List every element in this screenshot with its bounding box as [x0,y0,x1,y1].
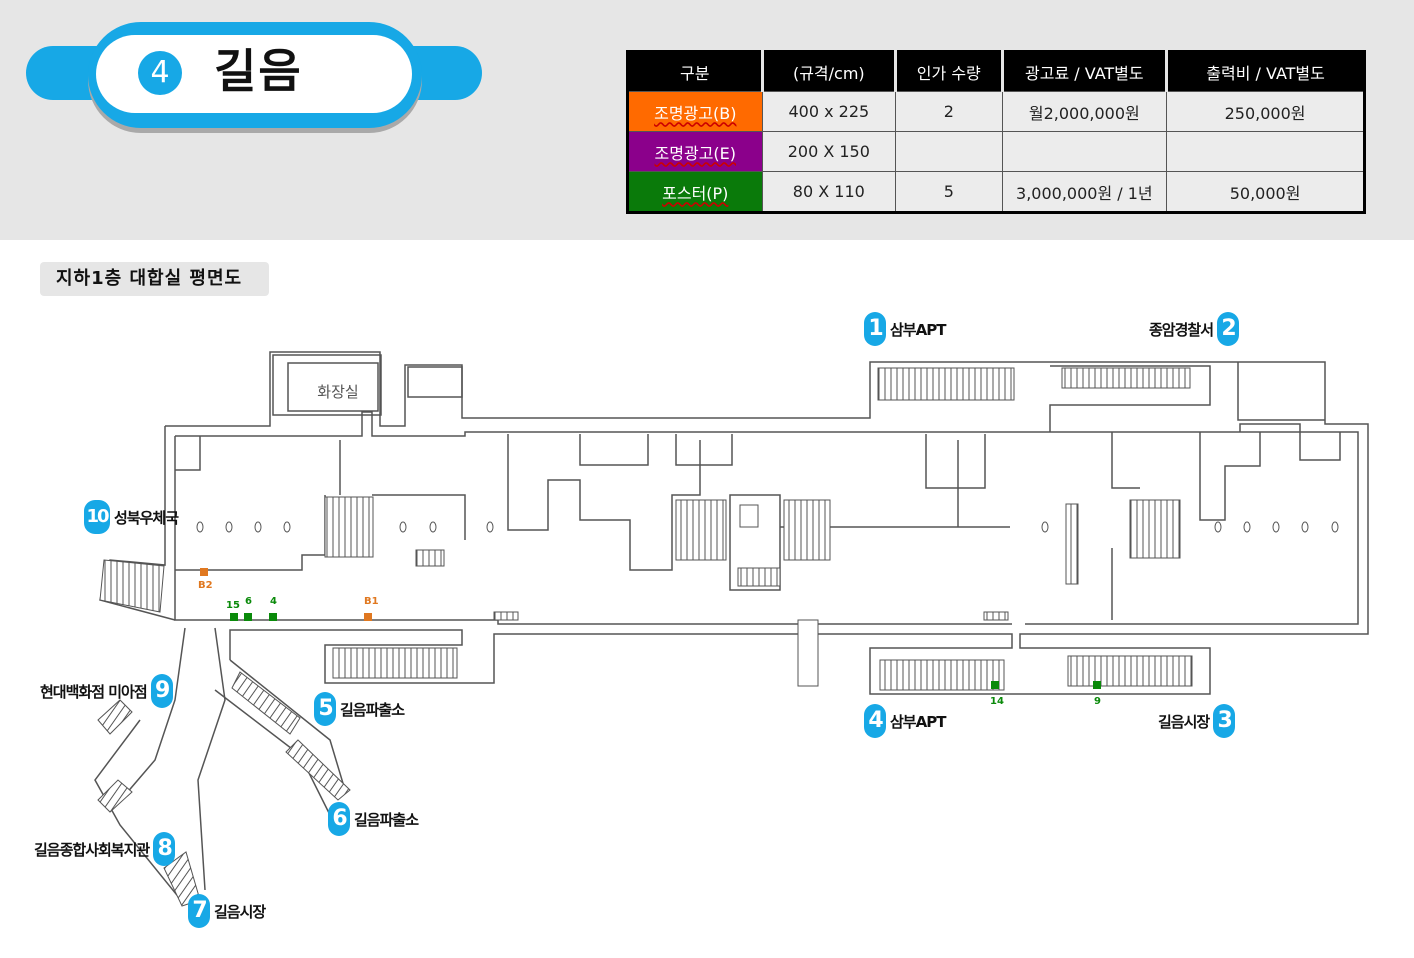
exit-label: 길음파출소 [354,810,419,829]
toilet-label: 화장실 [317,383,358,401]
ad-type-cell: 포스터(P) [627,171,763,213]
size-cell: 80 X 110 [761,171,897,213]
exit-number-badge: 1 [864,312,886,346]
ad-location-marker [364,613,372,621]
column-header: 출력비 / VAT별도 [1165,51,1365,92]
ad-location-label: 14 [990,696,1004,707]
exit-number-badge: 3 [1213,704,1236,738]
station-name: 길음 [214,44,303,98]
ad-location-marker [991,681,999,689]
exit-label: 길음시장 [1158,712,1210,731]
exit-label: 종암경찰서 [1149,320,1214,339]
ad-location-label: 15 [226,600,240,611]
table-row: 포스터(P) 80 X 110 5 3,000,000원 / 1년 50,000… [627,171,1365,213]
print-cost-cell: 50,000원 [1166,171,1365,213]
column-header: 구분 [627,51,763,92]
ad-location-marker [230,613,238,621]
exit-number-badge: 6 [328,802,350,836]
exit-number-badge: 4 [864,704,886,738]
ad-location-marker [269,613,277,621]
ad-location-label: 9 [1094,696,1101,707]
qty-cell: 5 [895,171,1003,213]
exit-label: 길음종합사회복지관 [34,840,150,859]
exit-stairs [97,559,351,907]
ad-location-marker [244,613,252,621]
exit-label: 현대백화점 미아점 [40,682,148,701]
table-header-row: 구분 (규격/cm) 인가 수량 광고료 / VAT별도 출력비 / VAT별도 [627,51,1365,92]
stairs-escalators [324,367,1193,691]
ad-location-label: B1 [364,596,379,607]
exit-number-badge: 7 [188,894,210,928]
ad-location-label: B2 [198,580,213,591]
exit-label: 길음시장 [214,902,266,921]
exit-number-badge: 2 [1217,312,1240,346]
table-row: 조명광고(B) 400 x 225 2 월2,000,000원 250,000원 [627,91,1365,132]
exit-label: 길음파출소 [340,700,405,719]
exit-number-badge: 9 [150,674,173,708]
exit-number-badge: 10 [84,500,110,534]
columns [196,521,1339,533]
ad-location-marker [1093,681,1101,689]
exit-number-badge: 5 [314,692,336,726]
size-cell: 400 x 225 [761,91,897,132]
station-number-badge: 4 [138,51,182,95]
exit-label: 삼부APT [890,320,946,339]
exit-number-badge: 8 [153,832,176,866]
column-header: 인가 수량 [894,51,1002,92]
exit-label: 삼부APT [890,712,946,731]
ad-location-marker [200,568,208,576]
floor-plan-title: 지하1층 대합실 평면도 [40,262,269,296]
column-header: (규격/cm) [760,51,896,92]
qty-cell: 2 [895,91,1003,132]
fee-cell: 월2,000,000원 [1001,91,1168,132]
ad-type-cell: 조명광고(B) [627,91,763,132]
ad-location-label: 6 [245,596,252,607]
ad-type-cell: 조명광고(E) [627,131,763,172]
print-cost-cell: 250,000원 [1166,91,1365,132]
column-header: 광고료 / VAT별도 [1000,51,1167,92]
size-cell: 200 X 150 [761,131,897,172]
fee-cell [1001,131,1168,172]
ad-price-table: 구분 (규격/cm) 인가 수량 광고료 / VAT별도 출력비 / VAT별도… [626,50,1366,214]
ad-location-label: 4 [270,596,277,607]
fee-cell: 3,000,000원 / 1년 [1001,171,1168,213]
exit-label: 성북우체국 [114,508,179,527]
